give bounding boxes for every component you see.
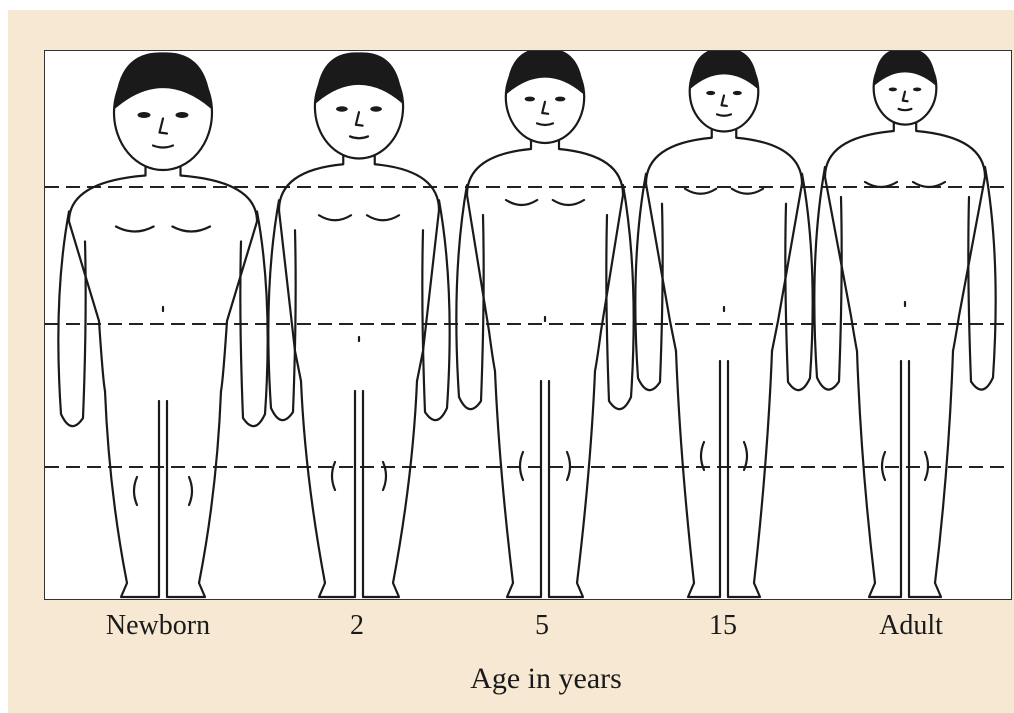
figure-legs-adult <box>857 351 953 597</box>
figure-eye-left-age-15 <box>706 91 715 95</box>
figure-eye-right-newborn <box>176 112 189 118</box>
figure-eye-right-adult <box>913 87 921 91</box>
figure-label-15: 15 <box>709 610 737 642</box>
figure-mouth-age-15 <box>717 114 731 115</box>
figure-hair-age-5 <box>507 51 583 93</box>
figure-eye-left-newborn <box>138 112 151 118</box>
figure-panel <box>44 50 1012 600</box>
figure-nose-newborn <box>160 119 168 134</box>
figure-label-newborn: Newborn <box>106 610 210 642</box>
figure-mouth-age-2 <box>350 136 368 138</box>
figure-mouth-newborn <box>153 146 173 148</box>
figure-mouth-adult <box>899 109 912 110</box>
figure-knees-newborn <box>134 477 192 505</box>
figure-eye-right-age-5 <box>555 97 565 102</box>
figure-torso-age-5 <box>467 141 623 371</box>
figure-chest-detail-age-2 <box>319 215 399 341</box>
figure-eye-left-age-5 <box>525 97 535 102</box>
figure-nose-adult <box>903 92 908 102</box>
figure-eye-left-adult <box>889 87 897 91</box>
figure-torso-newborn <box>69 168 257 392</box>
figure-eye-right-age-15 <box>733 91 742 95</box>
figure-label-adult: Adult <box>879 610 943 642</box>
figure-nose-age-15 <box>722 95 727 106</box>
body-proportions-illustration <box>45 51 1012 600</box>
figure-chest-detail-newborn <box>116 227 210 312</box>
axis-title: Age in years <box>470 662 622 696</box>
figure-hair-newborn <box>116 53 211 108</box>
figure-hair-age-2 <box>316 53 402 102</box>
figure-arm-left-newborn <box>58 212 85 427</box>
figure-legs-age-2 <box>301 381 417 597</box>
figure-nose-age-5 <box>542 102 548 114</box>
figure-label-5: 5 <box>535 610 549 642</box>
figure-hair-adult <box>875 51 936 85</box>
figure-legs-age-15 <box>676 351 772 597</box>
figure-eye-left-age-2 <box>336 106 348 111</box>
figure-torso-age-2 <box>279 156 439 381</box>
figure-chest-detail-adult <box>865 182 945 306</box>
figure-arm-left-adult <box>814 167 841 390</box>
figure-nose-age-2 <box>356 112 363 126</box>
figure-arm-right-newborn <box>240 212 267 427</box>
figure-chest-detail-age-15 <box>685 189 763 311</box>
figure-torso-age-15 <box>646 130 802 351</box>
figure-torso-adult <box>825 123 985 351</box>
figure-label-2: 2 <box>350 610 364 642</box>
figure-chest-detail-age-5 <box>506 200 584 321</box>
figure-arm-right-adult <box>968 167 995 390</box>
figure-eye-right-age-2 <box>370 106 382 111</box>
figure-mouth-age-5 <box>537 123 553 125</box>
figure-hair-age-15 <box>691 51 758 88</box>
figure-legs-age-5 <box>495 371 595 597</box>
figure-knees-age-15 <box>701 442 747 470</box>
figure-legs-newborn <box>105 391 221 597</box>
